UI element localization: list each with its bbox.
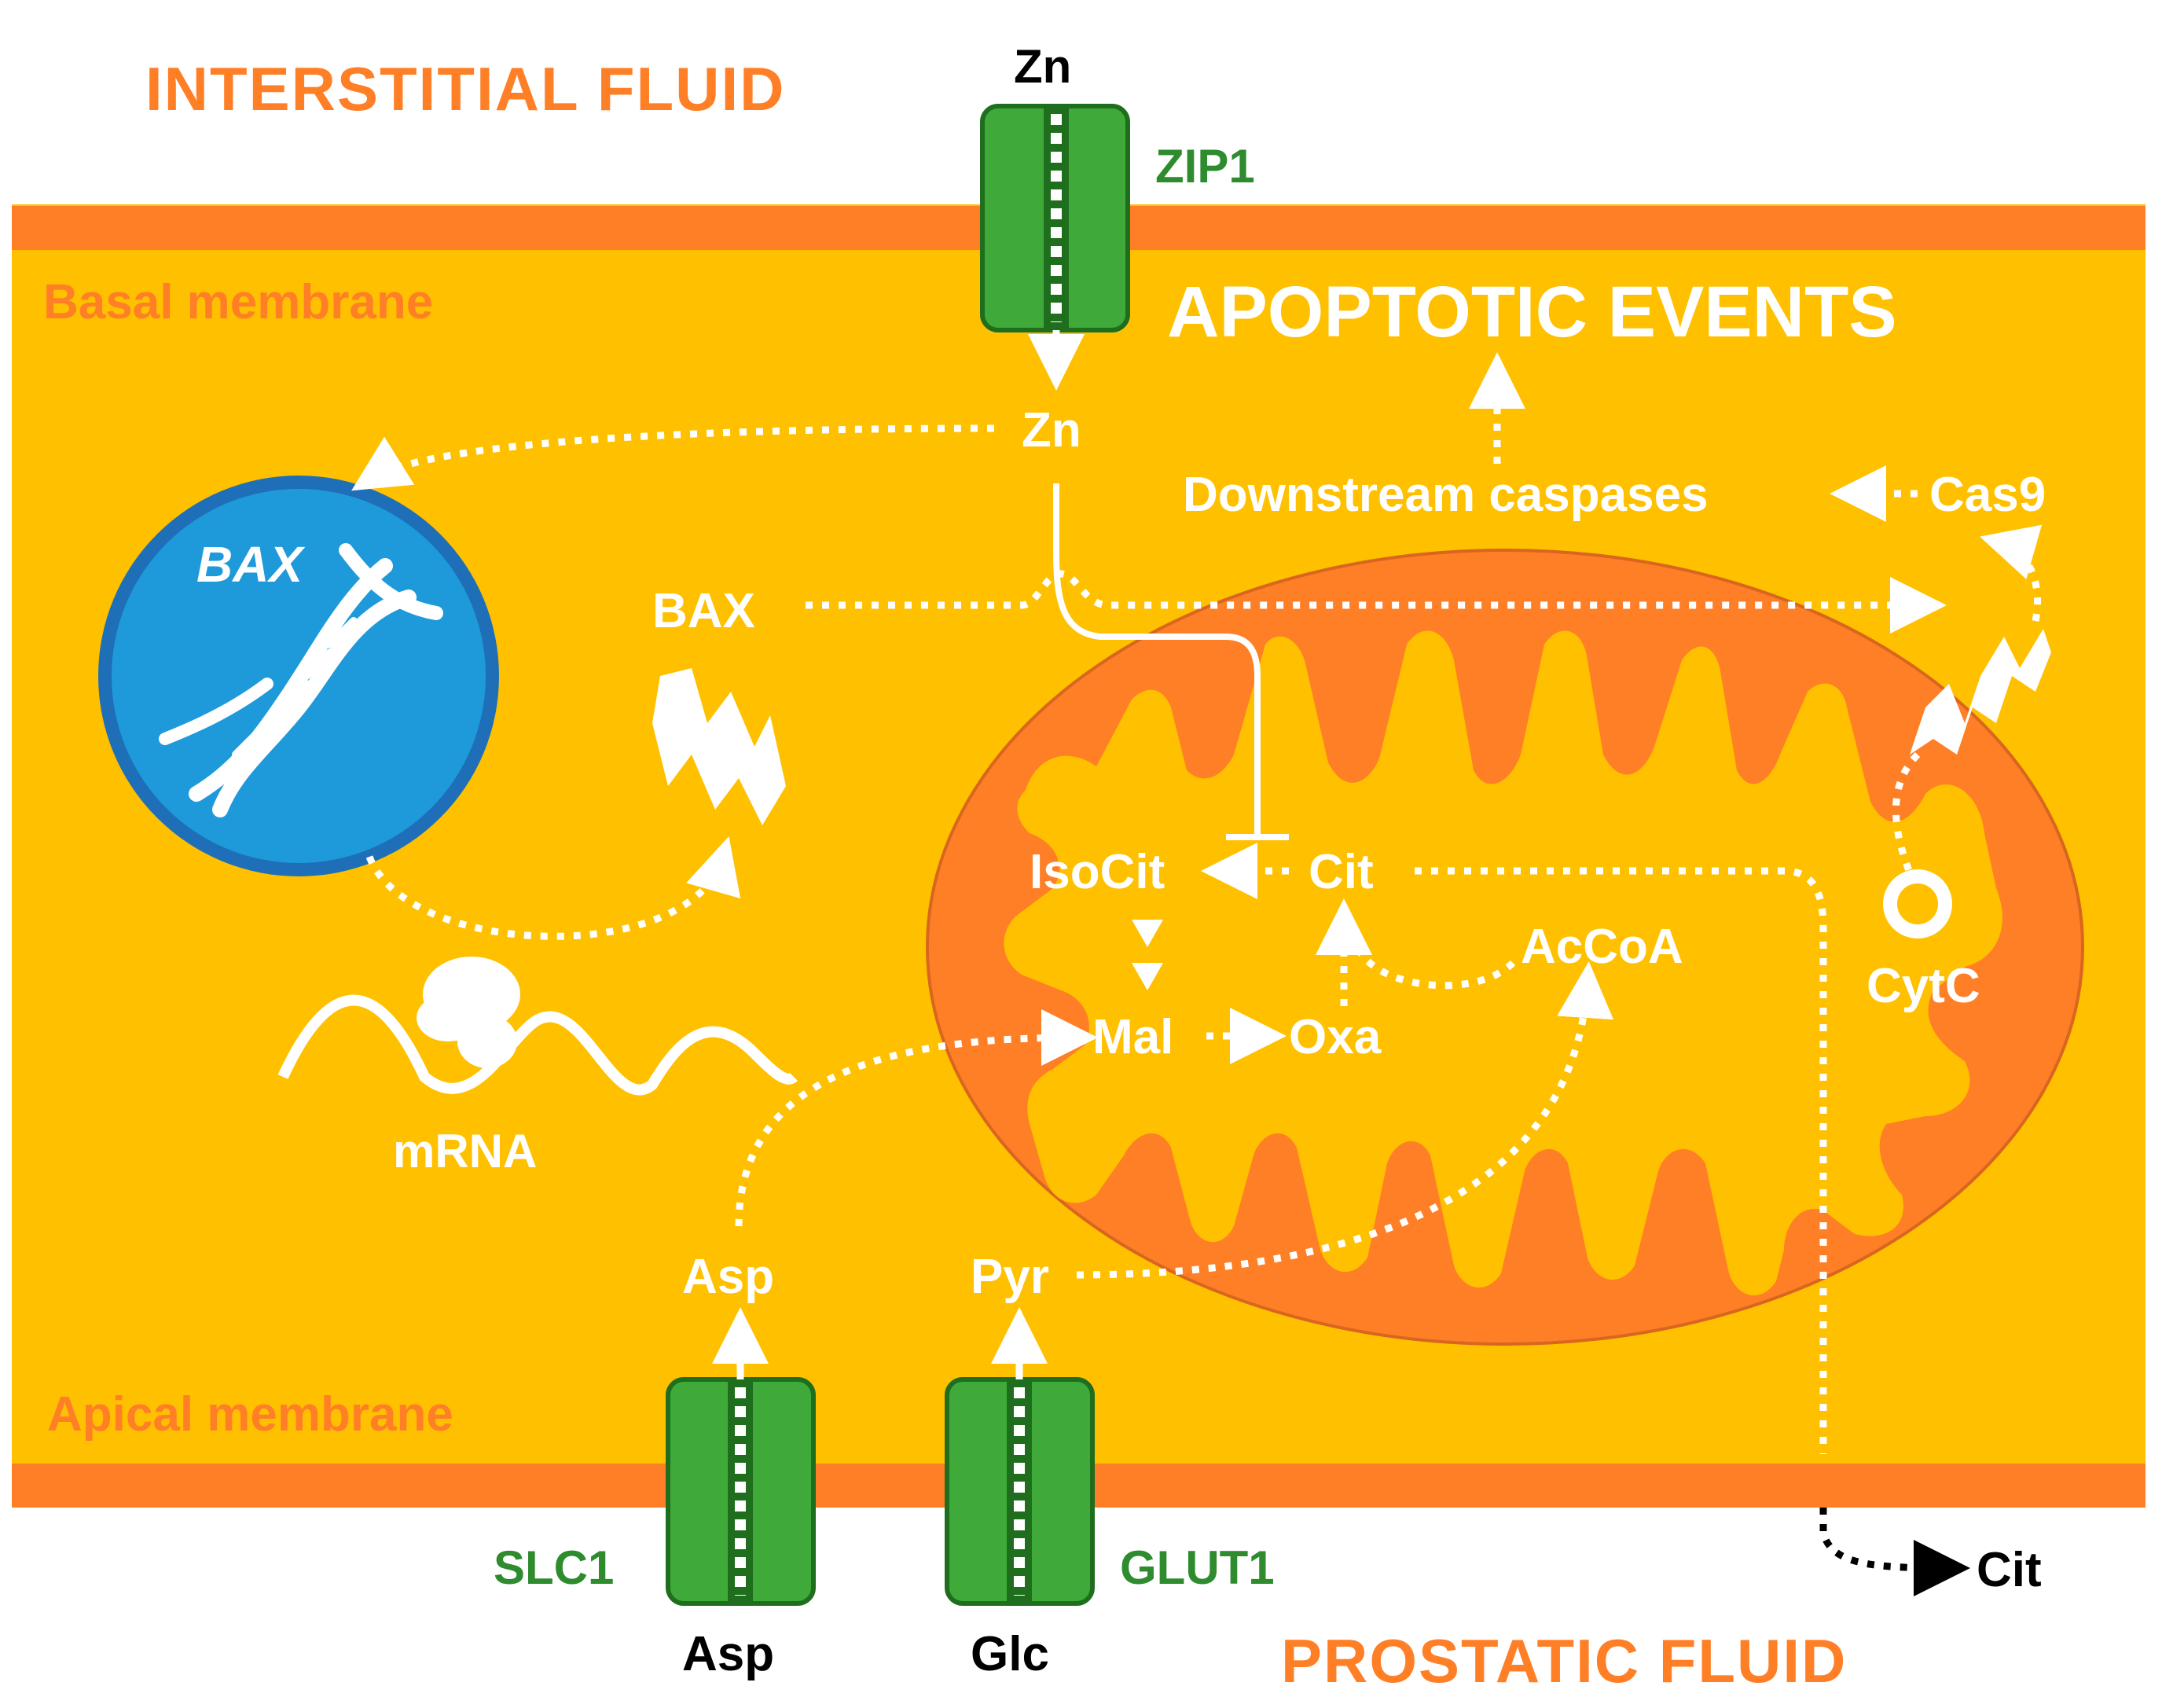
protein-helix-icon [652, 668, 786, 825]
cytochrome-ring-icon [1883, 869, 1952, 938]
mitochondrion [926, 549, 2084, 1346]
zn-extracellular-label: Zn [1014, 40, 1071, 93]
inhibition-zn-to-isocit [1053, 483, 1289, 840]
apoptotic-events-label: APOPTOTIC EVENTS [1167, 272, 1897, 352]
arrow-bax-to-mito [806, 570, 1947, 634]
mal-label: Mal [1092, 1010, 1173, 1064]
interstitial-fluid-label: INTERSTITIAL FLUID [145, 54, 786, 123]
arrow-helix-to-cas9 [1980, 524, 2043, 622]
slc1-label: SLC1 [494, 1541, 614, 1594]
nucleus: BAX [98, 476, 499, 876]
asp-extracellular-label: Asp [682, 1627, 774, 1681]
bax-gene-label: BAX [196, 536, 305, 593]
basal-membrane-label: Basal membrane [43, 275, 433, 329]
cit-mito-label: Cit [1309, 845, 1374, 899]
pathway-arrows [351, 330, 2043, 1454]
isocit-label: IsoCit [1030, 845, 1165, 899]
glc-extracellular-label: Glc [971, 1627, 1049, 1681]
zip1-label: ZIP1 [1155, 140, 1255, 193]
zip1-transporter [980, 104, 1130, 332]
cas9-label: Cas9 [1929, 468, 2046, 522]
mrna-strand [277, 957, 798, 1096]
glut1-label: GLUT1 [1120, 1541, 1275, 1594]
mrna-label: mRNA [393, 1125, 537, 1177]
slc1-transporter [666, 1377, 816, 1606]
arrow-cit-export-outer [1819, 1508, 1970, 1596]
cit-out-label: Cit [1977, 1543, 2042, 1597]
oxa-label: Oxa [1289, 1010, 1382, 1064]
bax-protein-label: BAX [652, 584, 755, 638]
arrow-zn-to-bax-gene [351, 424, 995, 491]
accoa-label: AcCoA [1521, 920, 1683, 974]
prostatic-fluid-label: PROSTATIC FLUID [1281, 1626, 1847, 1695]
cytc-label: CytC [1867, 959, 1980, 1013]
downstream-caspases-label: Downstream caspases [1183, 468, 1709, 522]
glut1-transporter [945, 1377, 1095, 1606]
zn-cytosol-label: Zn [1022, 403, 1081, 457]
dna-icon [159, 543, 443, 817]
mitochondrion-matrix [1004, 630, 2002, 1296]
apical-membrane-label: Apical membrane [47, 1387, 453, 1442]
asp-cytosol-label: Asp [682, 1250, 774, 1304]
arrow-accoa-to-cit [1356, 949, 1516, 990]
arrow-isocit-to-mal [1132, 920, 1163, 990]
pyr-label: Pyr [971, 1250, 1049, 1304]
arrow-asp-to-mal [735, 1009, 1098, 1227]
ribosome-icon [417, 957, 520, 1068]
protein-helix-icon [1910, 629, 2051, 755]
